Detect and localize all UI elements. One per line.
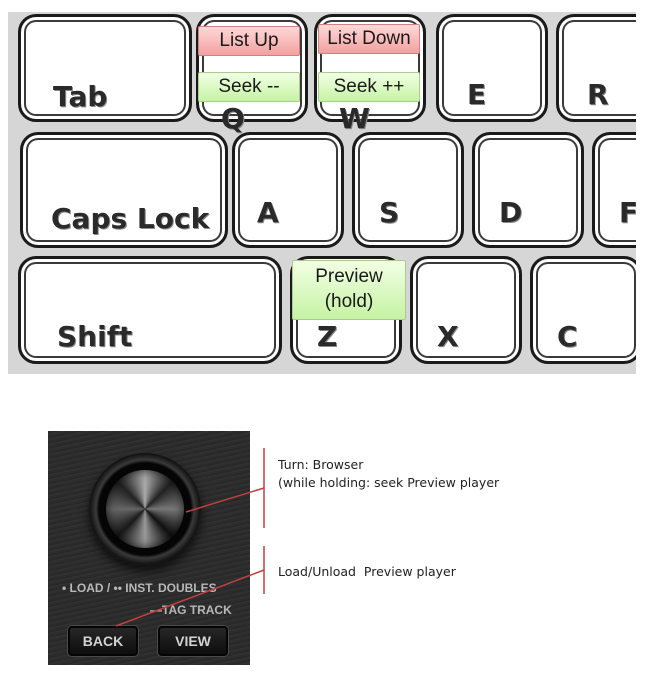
note-turn-line1: Turn: Browser [278, 456, 499, 474]
leader-turn-line [186, 488, 264, 512]
note-load-unload: Load/Unload Preview player [278, 563, 456, 581]
leader-load-line [116, 570, 264, 626]
note-turn-line2: (while holding: seek Preview player [278, 474, 499, 492]
note-turn-browser: Turn: Browser (while holding: seek Previ… [278, 456, 499, 492]
